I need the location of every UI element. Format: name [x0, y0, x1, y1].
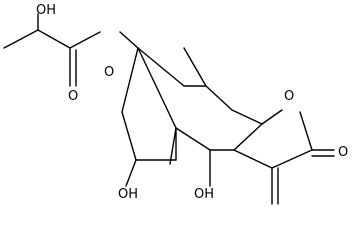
lactate-chain [3, 13, 139, 87]
bond [169, 127, 177, 165]
bond [299, 111, 313, 151]
bond [121, 111, 137, 161]
bond [175, 127, 211, 151]
cycloheptane-ring [137, 47, 263, 187]
atom-label-o-carbonyl-ester: O [68, 89, 78, 104]
atom-label-o-ester: O [104, 65, 114, 80]
bond [261, 109, 283, 125]
chemical-structure-diagram: OH O O O O OH OH [3, 3, 348, 205]
atom-label-o-ring: O [284, 89, 294, 104]
atom-label-oh-right: OH [194, 187, 214, 202]
bond [271, 149, 313, 169]
bond [125, 159, 137, 187]
bond [69, 31, 101, 49]
bond [37, 29, 71, 49]
bond [137, 47, 177, 129]
bond [119, 31, 139, 49]
atom-label-o-lactone-carbonyl: O [338, 145, 348, 160]
bond [121, 47, 139, 113]
lactone-ring [233, 109, 335, 205]
cyclopentane-ring [121, 47, 177, 187]
bond [137, 47, 185, 87]
bond [231, 109, 263, 125]
bond [183, 47, 207, 87]
atom-label-oh-lactate: OH [36, 3, 56, 18]
atom-label-oh-left: OH [118, 187, 138, 202]
bond [233, 149, 273, 169]
bond [3, 29, 39, 49]
bond [233, 123, 263, 151]
bond [205, 85, 233, 111]
